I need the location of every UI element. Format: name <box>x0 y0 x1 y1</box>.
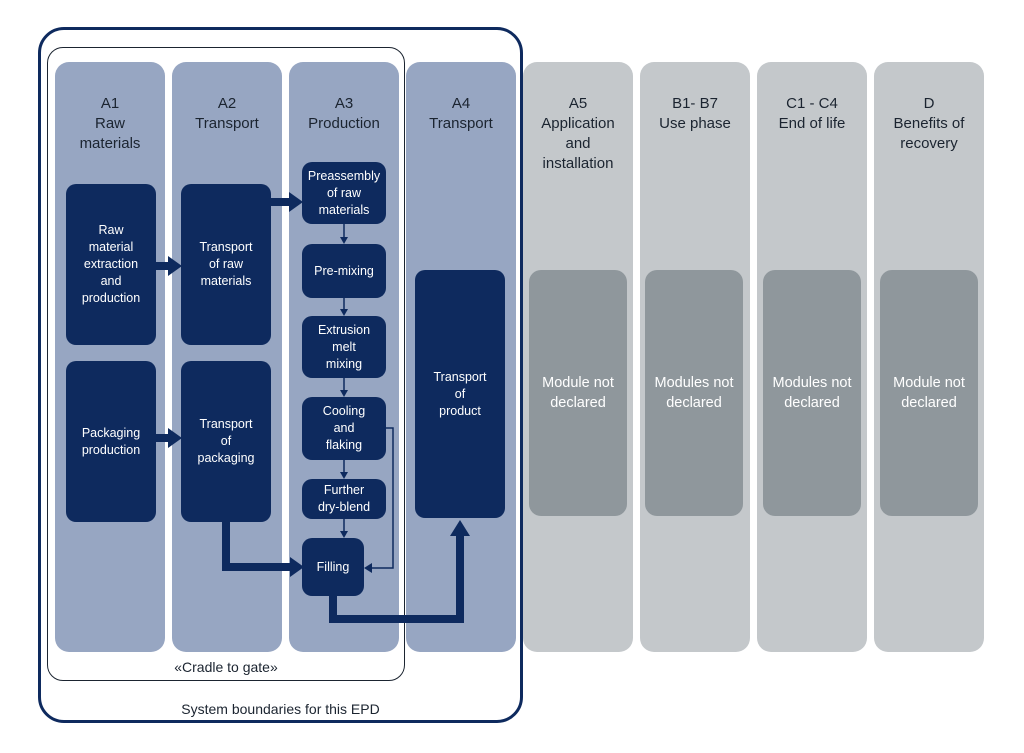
arrow-premixing-to-extrusion <box>340 298 348 316</box>
module-title-a2: Transport <box>195 115 259 132</box>
module-code-b: B1- B7 <box>672 95 718 112</box>
module-title-a4: Transport <box>429 115 493 132</box>
process-transport-raw: Transport of raw materials <box>181 184 271 345</box>
process-extrusion: Extrusion melt mixing <box>302 316 386 378</box>
process-filling: Filling <box>302 538 364 596</box>
process-premixing: Pre-mixing <box>302 244 386 298</box>
module-code-c: C1 - C4 <box>786 95 838 112</box>
module-column-a1: A1 Raw materials <box>55 62 165 652</box>
arrow-cooling-to-dryblend <box>340 460 348 479</box>
arrow-cooling-bypass-to-filling <box>364 427 394 573</box>
system-boundary <box>38 27 523 723</box>
module-title-a5: Application and installation <box>541 115 615 172</box>
arrow-transport-to-preassembly <box>271 192 303 212</box>
process-cooling: Cooling and flaking <box>302 397 386 460</box>
module-code-a2: A2 <box>217 95 237 112</box>
arrow-preassembly-to-premixing <box>340 224 348 244</box>
process-transport-product: Transport of product <box>415 270 505 518</box>
not-declared-d: Module not declared <box>880 270 978 516</box>
module-code-d: D <box>923 95 935 112</box>
not-declared-b: Modules not declared <box>645 270 743 516</box>
module-code-a4: A4 <box>451 95 471 112</box>
not-declared-a5: Module not declared <box>529 270 627 516</box>
arrow-extraction-to-transport <box>156 256 182 276</box>
module-code-a3: A3 <box>334 95 354 112</box>
process-dryblend: Further dry-blend <box>302 479 386 519</box>
module-title-d: Benefits of recovery <box>893 115 965 152</box>
module-title-a1: Raw materials <box>79 115 141 152</box>
system-boundary-label: System boundaries for this EPD <box>181 701 380 717</box>
arrow-packaging-to-transport <box>156 428 182 448</box>
process-preassembly: Preassembly of raw materials <box>302 162 386 224</box>
module-code-a1: A1 <box>100 95 120 112</box>
arrow-dryblend-to-filling <box>340 519 348 538</box>
process-raw-extraction: Raw material extraction and production <box>66 184 156 345</box>
not-declared-c: Modules not declared <box>763 270 861 516</box>
process-transport-packaging: Transport of packaging <box>181 361 271 522</box>
module-title-b: Use phase <box>659 115 731 132</box>
module-title-a3: Production <box>308 115 380 132</box>
cradle-to-gate-label: «Cradle to gate» <box>174 659 278 675</box>
arrow-extrusion-to-cooling <box>340 378 348 397</box>
process-packaging-production: Packaging production <box>66 361 156 522</box>
module-code-a5: A5 <box>568 95 588 112</box>
arrow-filling-to-transport-product <box>329 520 470 623</box>
module-title-c: End of life <box>778 115 846 132</box>
arrow-packaging-transport-to-filling <box>222 522 304 577</box>
cradle-to-gate-boundary <box>47 47 405 681</box>
